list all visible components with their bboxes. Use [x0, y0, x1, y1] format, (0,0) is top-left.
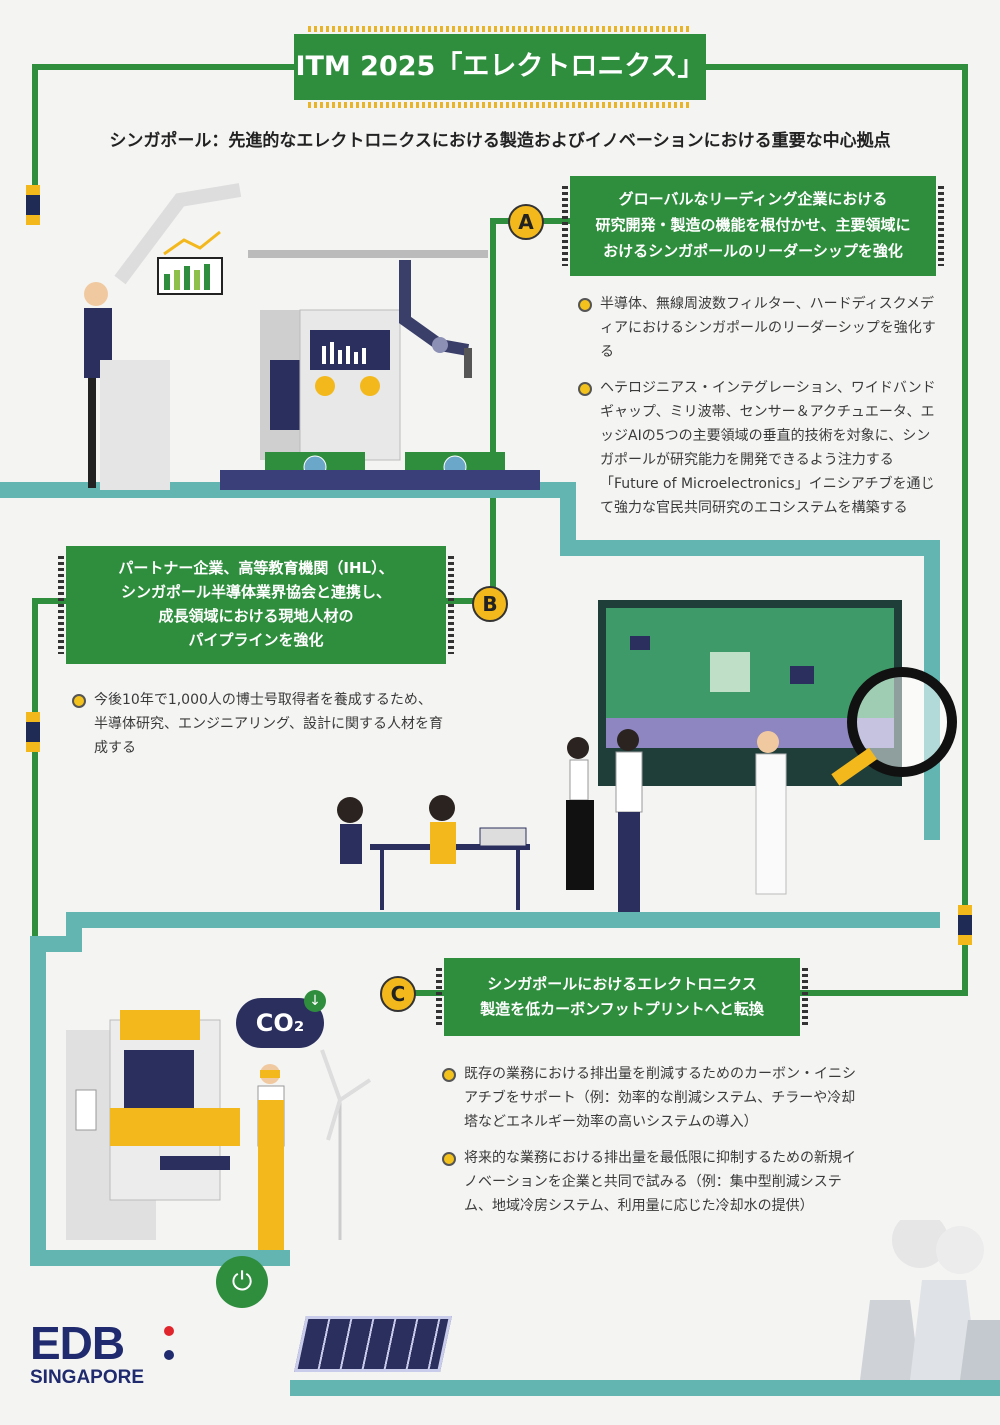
floor-band [30, 936, 46, 1266]
section-c-badge: C [380, 976, 416, 1012]
circuit-line [414, 990, 444, 996]
green-factory-illustration [60, 990, 400, 1290]
section-a-heading-line: グローバルなリーディング企業における [618, 190, 888, 208]
section-a-bullets: 半導体、無線周波数フィルター、ハードディスクメディアにおけるシンガポールのリーダ… [578, 292, 938, 532]
bullet-text: 今後10年で1,000人の博士号取得者を養成するため、半導体研究、エンジニアリン… [94, 692, 444, 756]
bullet-text: 半導体、無線周波数フィルター、ハードディスクメディアにおけるシンガポールのリーダ… [600, 296, 936, 360]
floor-band [290, 1380, 1000, 1396]
circuit-line [962, 64, 968, 994]
down-arrow-icon: ↓ [304, 990, 326, 1012]
circuit-line [800, 990, 968, 996]
title-banner: ITM 2025「エレクトロニクス」 [294, 26, 706, 108]
bullet-text: 将来的な業務における排出量を最低限に抑制するための新規イノベーションを企業と共同… [464, 1150, 856, 1214]
circuit-line [32, 64, 38, 194]
section-b-bullets: 今後10年で1,000人の博士号取得者を養成するため、半導体研究、エンジニアリン… [72, 688, 444, 772]
section-a-badge: A [508, 204, 544, 240]
section-b-heading: パートナー企業、高等教育機関（IHL）、 シンガポール半導体業界協会と連携し、 … [58, 546, 454, 664]
bullet-dot-icon [578, 382, 592, 396]
list-item: 今後10年で1,000人の博士号取得者を養成するため、半導体研究、エンジニアリン… [72, 688, 444, 760]
logo-dots [164, 1326, 174, 1360]
edb-logo: EDB SINGAPORE [30, 1320, 190, 1390]
circuit-line [446, 598, 496, 604]
section-b-heading-line: シンガポール半導体業界協会と連携し、 [120, 583, 391, 601]
section-a-heading: グローバルなリーディング企業における 研究開発・製造の機能を根付かせ、主要領域に… [562, 176, 944, 276]
section-a-heading-line: 研究開発・製造の機能を根付かせ、主要領域に [595, 216, 911, 234]
circuit-line [706, 64, 968, 70]
circuit-line [490, 218, 496, 598]
section-b-badge: B [472, 586, 508, 622]
floor-band [560, 482, 576, 552]
section-b-heading-line: パイプラインを強化 [188, 631, 324, 649]
section-b-heading-line: パートナー企業、高等教育機関（IHL）、 [118, 559, 394, 577]
research-team-illustration [310, 596, 960, 916]
page-title: ITM 2025「エレクトロニクス」 [295, 51, 705, 82]
circuit-fuse [958, 905, 972, 945]
circuit-fuse [26, 185, 40, 225]
co2-label: CO₂ [255, 1009, 305, 1037]
solar-panel-icon [294, 1316, 452, 1372]
section-a-heading-line: おけるシンガポールのリーダーシップを強化 [603, 242, 903, 260]
section-c-heading-line: 製造を低カーボンフットプリントへと転換 [480, 1000, 764, 1018]
circuit-line [32, 64, 294, 70]
list-item: ヘテロジニアス・インテグレーション、ワイドバンドギャップ、ミリ波帯、センサー＆ア… [578, 376, 938, 520]
bullet-text: 既存の業務における排出量を削減するためのカーボン・イニシアチブをサポート（例：効… [464, 1066, 856, 1130]
bullet-dot-icon [442, 1152, 456, 1166]
list-item: 既存の業務における排出量を削減するためのカーボン・イニシアチブをサポート（例：効… [442, 1062, 862, 1134]
factory-illustration [60, 170, 540, 490]
co2-cloud-icon: CO₂ [236, 998, 324, 1048]
bullet-dot-icon [72, 694, 86, 708]
logo-main: EDB [30, 1317, 125, 1369]
bullet-dot-icon [578, 298, 592, 312]
section-b-heading-line: 成長領域における現地人材の [158, 607, 354, 625]
list-item: 半導体、無線周波数フィルター、ハードディスクメディアにおけるシンガポールのリーダ… [578, 292, 938, 364]
circuit-fuse [26, 712, 40, 752]
circuit-line [32, 598, 68, 604]
bullet-text: ヘテロジニアス・インテグレーション、ワイドバンドギャップ、ミリ波帯、センサー＆ア… [600, 380, 936, 516]
section-c-bullets: 既存の業務における排出量を削減するためのカーボン・イニシアチブをサポート（例：効… [442, 1062, 862, 1230]
floor-band [560, 540, 940, 556]
logo-sub: SINGAPORE [30, 1367, 145, 1388]
page-subtitle: シンガポール：先進的なエレクトロニクスにおける製造およびイノベーションにおける重… [109, 131, 891, 151]
circuit-line [32, 598, 38, 938]
cooling-towers-illustration [840, 1212, 1000, 1380]
eco-plug-icon: ⏻ [216, 1256, 268, 1308]
bullet-dot-icon [442, 1068, 456, 1082]
list-item: 将来的な業務における排出量を最低限に抑制するための新規イノベーションを企業と共同… [442, 1146, 862, 1218]
section-c-heading-line: シンガポールにおけるエレクトロニクス [487, 975, 757, 993]
section-c-heading: シンガポールにおけるエレクトロニクス 製造を低カーボンフットプリントへと転換 [436, 958, 808, 1036]
floor-band [66, 912, 940, 928]
